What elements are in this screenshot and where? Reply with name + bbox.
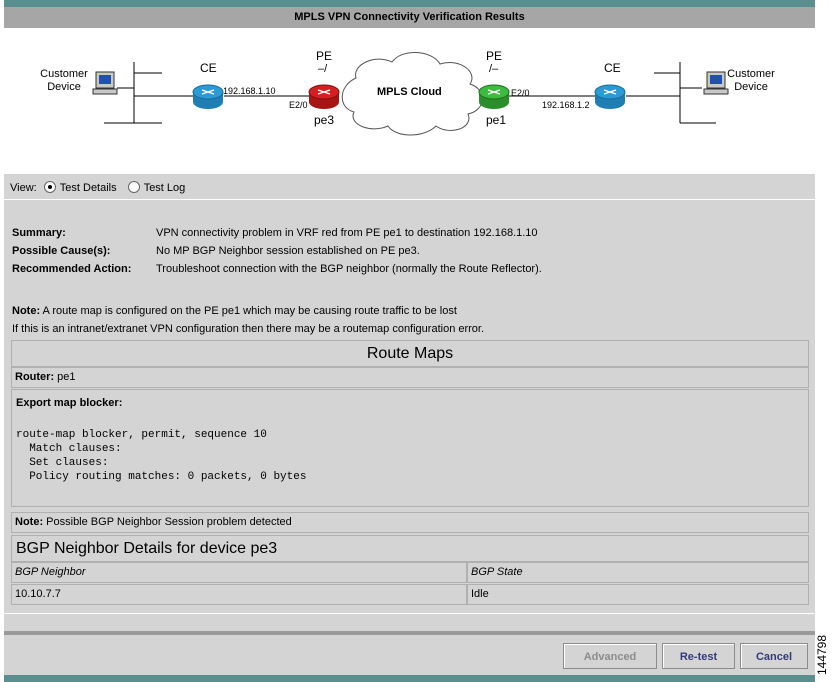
cause-value: No MP BGP Neighbor session established o… — [156, 245, 420, 257]
pe-left-router-icon — [308, 84, 340, 109]
note-route-map-text: A route map is configured on the PE pe1 … — [40, 305, 457, 317]
router-row: Router: pe1 — [11, 367, 809, 388]
customer-device-left-line2: Device — [47, 81, 81, 93]
note-label: Note: — [12, 305, 41, 317]
mpls-cloud-icon — [341, 52, 483, 136]
router-value: pe1 — [54, 371, 76, 383]
iface-left-label: E2/0 — [289, 100, 308, 110]
ce-left-label: CE — [200, 61, 217, 75]
note-bgp-label: Note: — [15, 516, 44, 528]
pe-left-label: PE — [316, 49, 333, 63]
window-title: MPLS VPN Connectivity Verification Resul… — [4, 7, 815, 28]
pe-left-name: pe3 — [314, 113, 335, 127]
customer-device-left-line1: Customer — [40, 68, 88, 80]
retest-button[interactable]: Re-test — [662, 643, 735, 669]
route-map-config: route-map blocker, permit, sequence 10 M… — [16, 429, 307, 483]
note-bgp: Note: Possible BGP Neighbor Session prob… — [11, 512, 809, 533]
divider — [4, 199, 815, 200]
summary-label-text: Summary: — [12, 227, 66, 239]
note-route-map-line2: If this is an intranet/extranet VPN conf… — [12, 323, 485, 335]
pe-right-status: /– — [489, 63, 499, 75]
radio-test-details[interactable] — [43, 181, 56, 193]
note-route-map: Note: A route map is configured on the P… — [12, 304, 457, 318]
iface-right-label: E2/0 — [511, 88, 530, 98]
pe-right-label: PE — [486, 49, 503, 63]
customer-device-left-icon — [92, 71, 118, 95]
bgp-neighbor-cell: 10.10.7.7 — [11, 584, 467, 605]
bgp-state-cell: Idle — [467, 584, 809, 605]
radio-test-log[interactable] — [127, 181, 140, 193]
cancel-button[interactable]: Cancel — [740, 643, 808, 669]
note-bgp-text: Possible BGP Neighbor Session problem de… — [43, 516, 292, 528]
bgp-neighbor-header: BGP Neighbor — [11, 562, 467, 583]
ip-left-label: 192.168.1.10 — [223, 86, 276, 96]
view-label: View: — [10, 182, 37, 194]
pe-right-router-icon — [478, 84, 510, 109]
option-test-log-label[interactable]: Test Log — [143, 182, 186, 194]
figure-id: 144798 — [815, 630, 834, 680]
export-map-label: Export map blocker: — [16, 397, 123, 409]
bgp-title: BGP Neighbor Details for device pe3 — [11, 535, 809, 562]
customer-device-right-label: Customer Device — [726, 68, 776, 94]
ce-right-label: CE — [604, 61, 621, 75]
window: MPLS VPN Connectivity Verification Resul… — [4, 0, 815, 682]
ce-left-router-icon — [192, 84, 224, 109]
network-diagram: Customer Device Customer Device CE CE PE… — [4, 28, 815, 174]
pe-right-name: pe1 — [486, 113, 507, 127]
figure-id-text: 144798 — [815, 634, 830, 676]
advanced-button[interactable]: Advanced — [563, 643, 657, 669]
bottom-band — [4, 675, 815, 682]
customer-device-left-label: Customer Device — [40, 68, 88, 94]
action-label-text: Recommended Action: — [12, 263, 132, 275]
summary-label: Summary: — [12, 226, 66, 240]
cause-label-text: Possible Cause(s): — [12, 245, 111, 257]
bgp-state-header: BGP State — [467, 562, 809, 583]
divider — [4, 613, 815, 614]
option-test-details-label[interactable]: Test Details — [59, 182, 117, 194]
ce-right-router-icon — [594, 84, 626, 109]
customer-device-right-line1: Customer — [727, 68, 775, 80]
route-maps-title: Route Maps — [11, 340, 809, 367]
top-band — [4, 0, 815, 7]
router-label: Router: — [15, 371, 55, 383]
customer-device-right-icon — [703, 71, 729, 95]
view-selector: View: Test Details Test Log — [10, 180, 185, 196]
summary-value: VPN connectivity problem in VRF red from… — [156, 227, 538, 239]
topology-drawing — [92, 52, 729, 136]
customer-device-right-line2: Device — [734, 81, 768, 93]
export-map-box: Export map blocker: route-map blocker, p… — [11, 389, 809, 507]
ip-right-label: 192.168.1.2 — [542, 100, 590, 110]
action-value: Troubleshoot connection with the BGP nei… — [156, 263, 542, 275]
mpls-cloud-label: MPLS Cloud — [377, 86, 442, 98]
cause-label: Possible Cause(s): — [12, 244, 110, 258]
action-label: Recommended Action: — [12, 262, 131, 276]
button-bar-top-band — [4, 631, 815, 635]
pe-left-status: –/ — [318, 63, 328, 75]
